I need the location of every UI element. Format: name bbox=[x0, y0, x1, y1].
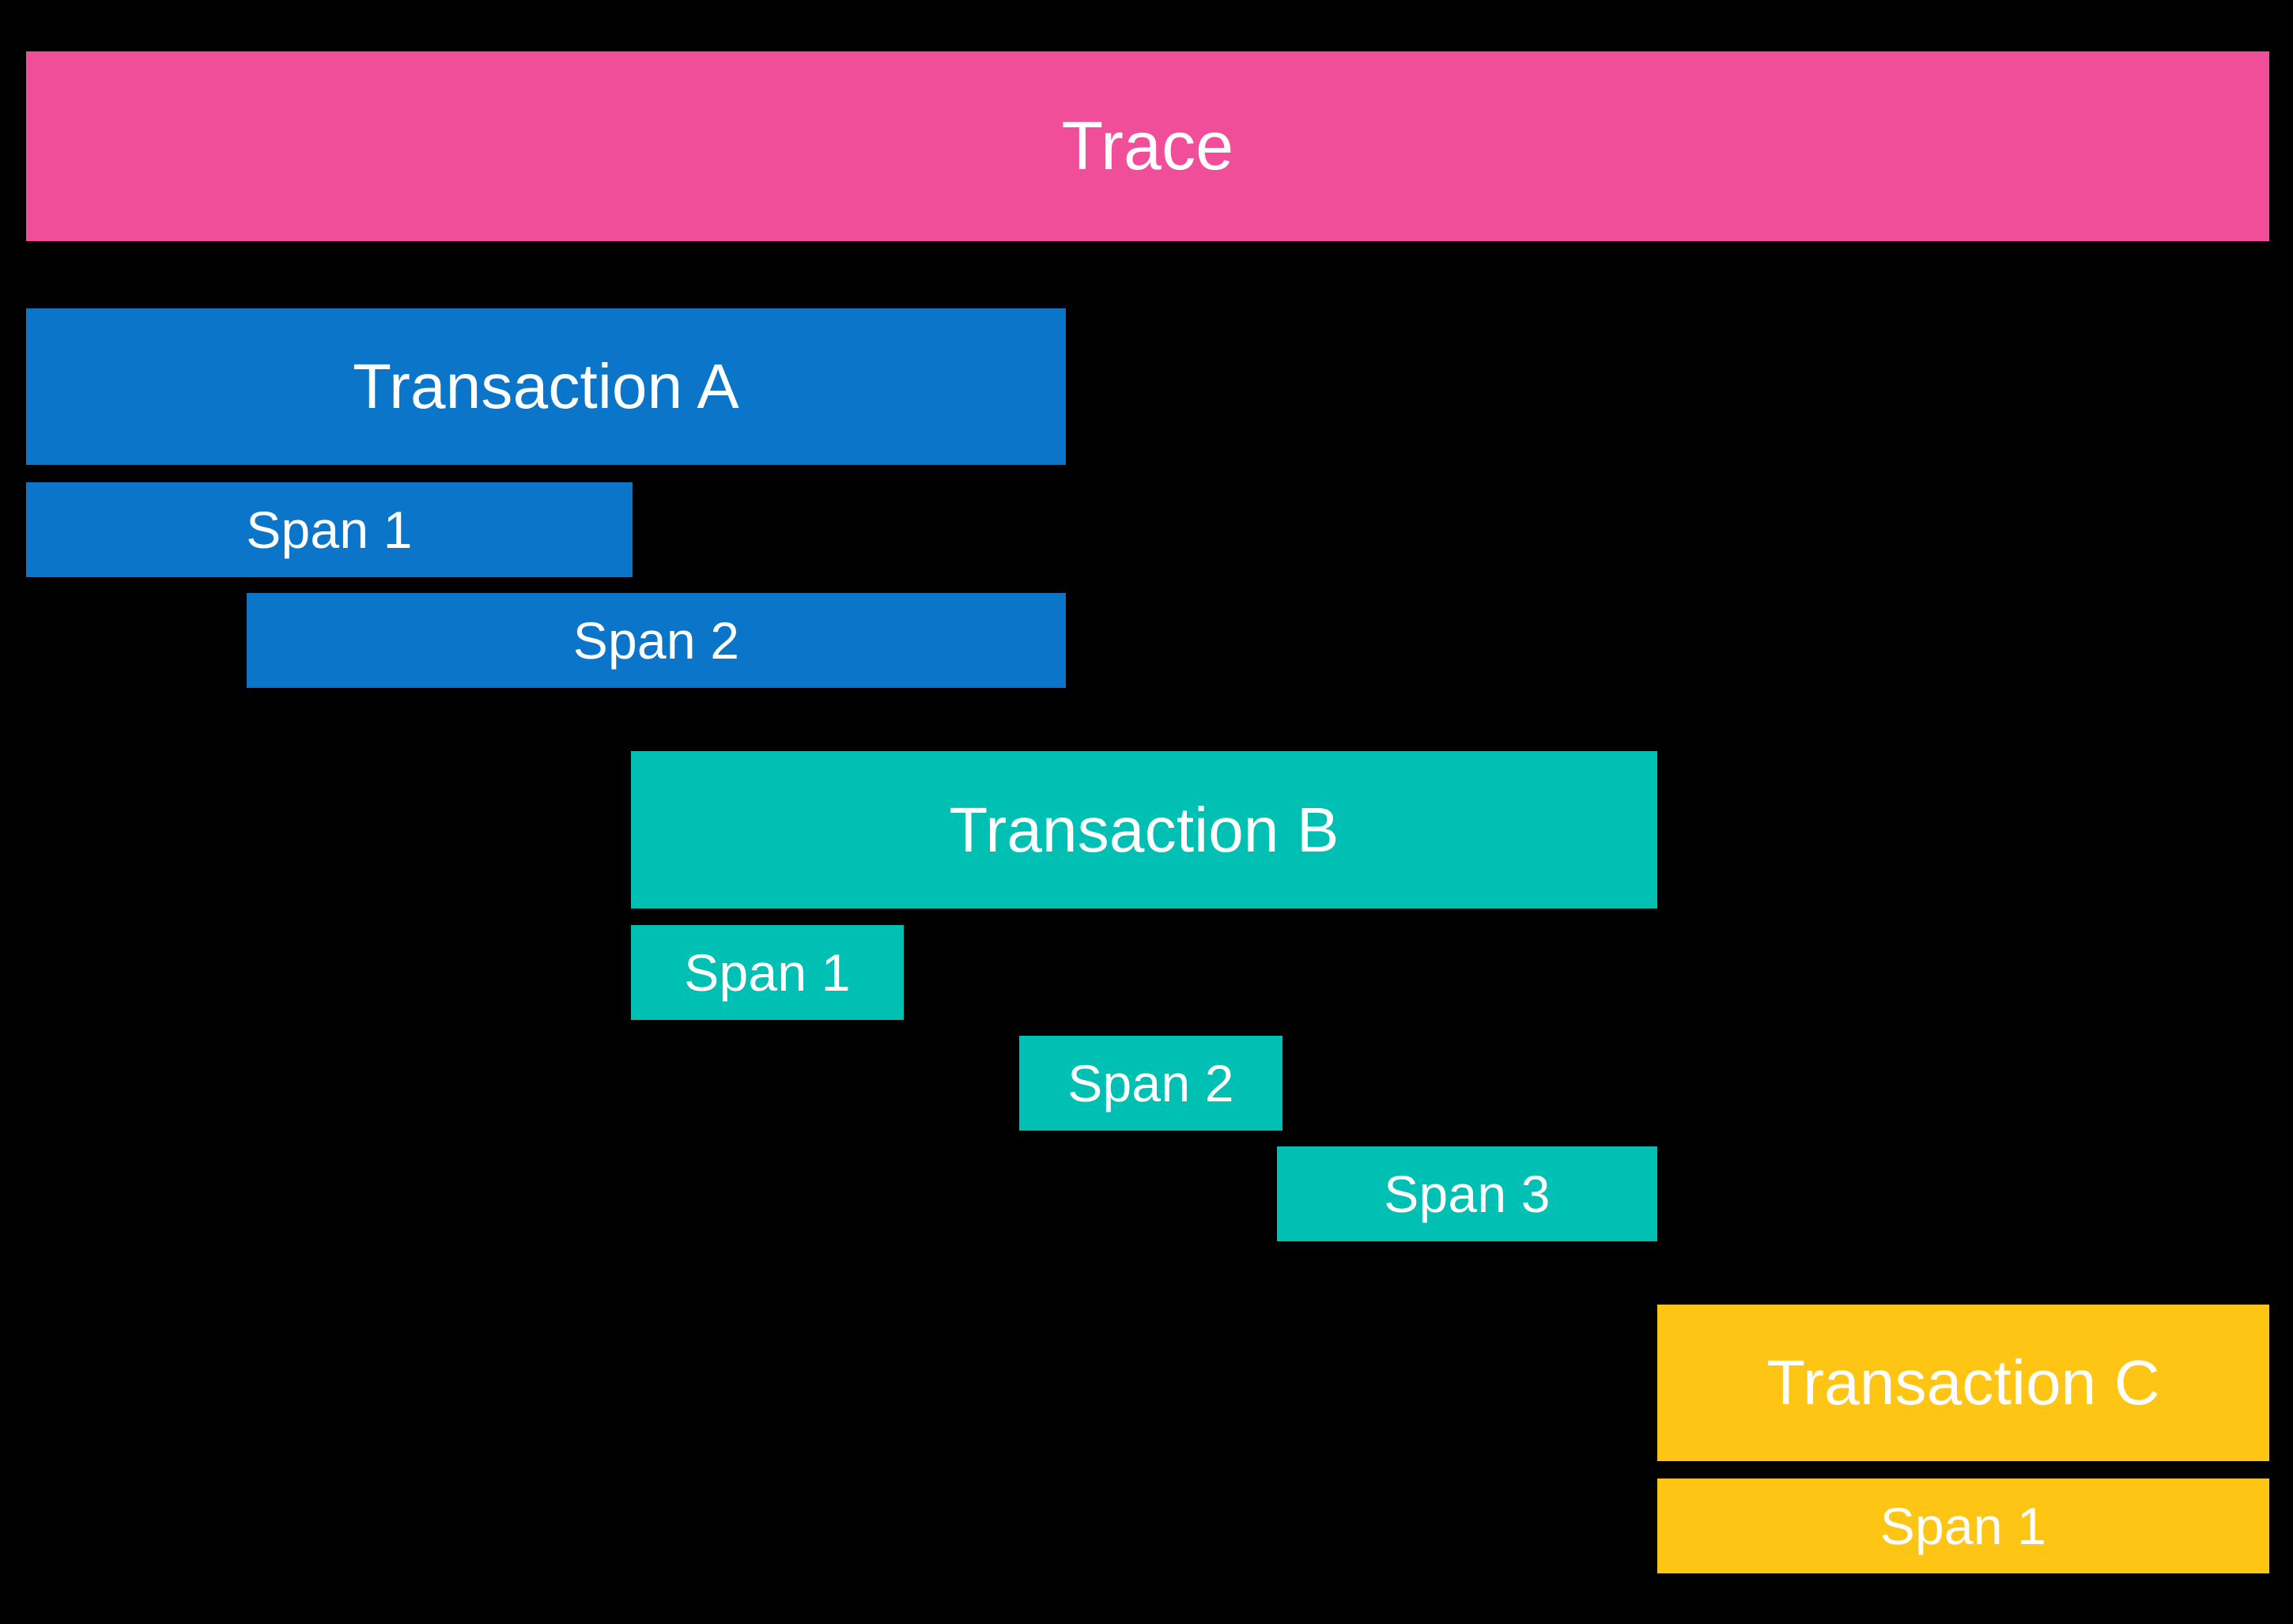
bar-label-trace: Trace bbox=[1061, 108, 1234, 184]
bar-transaction-a-span-2[interactable]: Span 2 bbox=[247, 593, 1066, 688]
bar-transaction-b-span-3[interactable]: Span 3 bbox=[1277, 1146, 1657, 1241]
bar-label-transaction-b-span-2: Span 2 bbox=[1067, 1054, 1234, 1112]
bar-transaction-c-span-1[interactable]: Span 1 bbox=[1657, 1479, 2269, 1573]
bar-transaction-a[interactable]: Transaction A bbox=[26, 308, 1066, 465]
bar-trace[interactable]: Trace bbox=[26, 51, 2269, 241]
bar-label-transaction-a-span-2: Span 2 bbox=[572, 611, 740, 670]
bar-label-transaction-c-span-1: Span 1 bbox=[1879, 1497, 2047, 1555]
bar-transaction-b[interactable]: Transaction B bbox=[631, 751, 1657, 908]
bar-label-transaction-a: Transaction A bbox=[353, 351, 739, 421]
bar-label-transaction-b: Transaction B bbox=[949, 794, 1339, 865]
bar-label-transaction-c: Transaction C bbox=[1766, 1347, 2160, 1418]
bar-label-transaction-b-span-3: Span 3 bbox=[1384, 1165, 1551, 1223]
bar-transaction-b-span-2[interactable]: Span 2 bbox=[1019, 1036, 1282, 1131]
bar-transaction-a-span-1[interactable]: Span 1 bbox=[26, 482, 633, 577]
bar-transaction-b-span-1[interactable]: Span 1 bbox=[631, 925, 904, 1020]
bar-label-transaction-b-span-1: Span 1 bbox=[684, 943, 851, 1002]
bar-label-transaction-a-span-1: Span 1 bbox=[246, 500, 413, 559]
bar-transaction-c[interactable]: Transaction C bbox=[1657, 1305, 2269, 1461]
